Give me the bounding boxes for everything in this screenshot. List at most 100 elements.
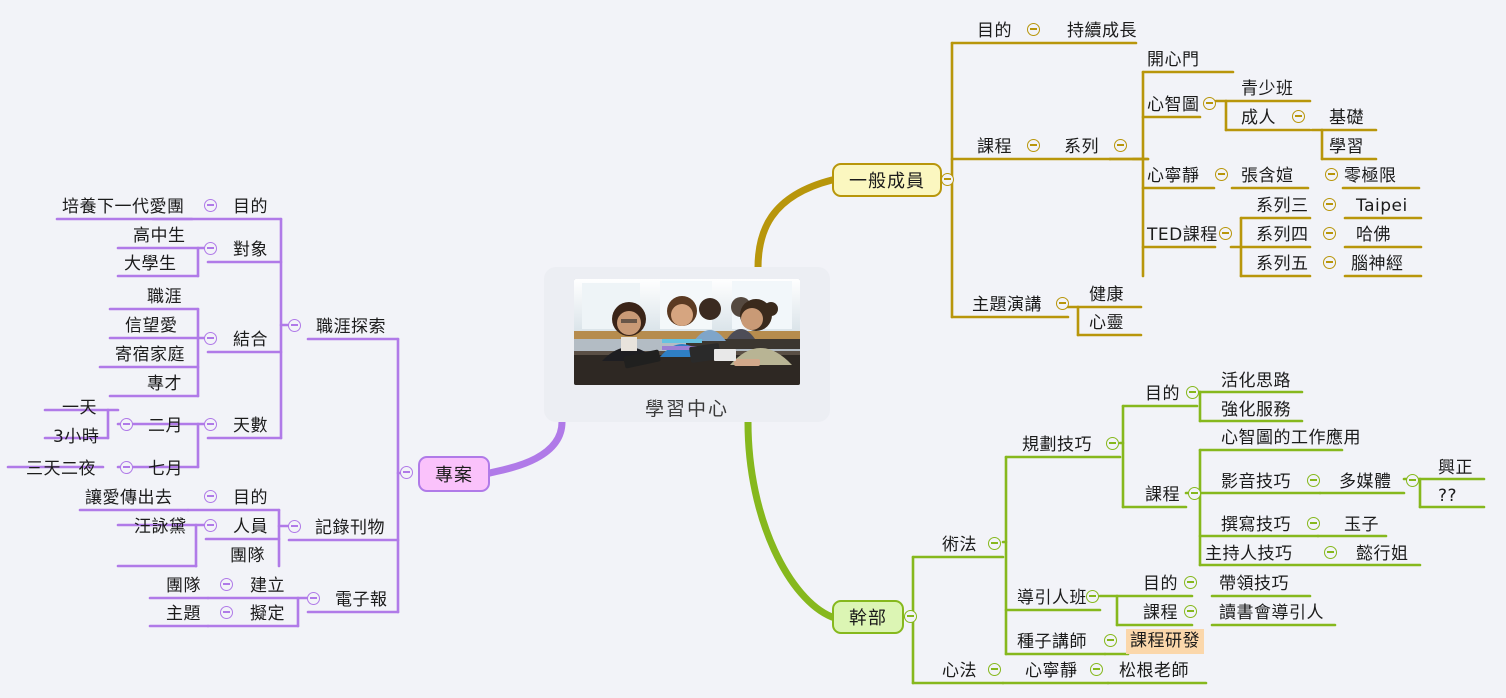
node-pj-homestay[interactable]: 寄宿家庭 bbox=[115, 345, 185, 365]
toggle-gm-course[interactable] bbox=[1027, 139, 1040, 152]
node-pj-enews[interactable]: 電子報 bbox=[335, 590, 388, 610]
toggle-project[interactable] bbox=[400, 466, 413, 479]
node-pj-team[interactable]: 團隊 bbox=[166, 576, 201, 596]
toggle-cd-plan-purpose[interactable] bbox=[1186, 386, 1199, 399]
toggle-cd-guide-purpose[interactable] bbox=[1184, 576, 1197, 589]
node-pj-college[interactable]: 大學生 bbox=[124, 254, 177, 274]
node-pj-purpose-child[interactable]: 培養下一代愛團 bbox=[62, 197, 185, 217]
node-gm-health[interactable]: 健康 bbox=[1089, 285, 1124, 305]
toggle-cd-shufa[interactable] bbox=[988, 537, 1001, 550]
toggle-pj-draft[interactable] bbox=[220, 606, 233, 619]
node-pj-purpose[interactable]: 目的 bbox=[233, 197, 268, 217]
node-pj-feb[interactable]: 二月 bbox=[148, 416, 183, 436]
node-cd-unknown[interactable]: ?? bbox=[1438, 486, 1458, 506]
node-pj-record[interactable]: 記錄刊物 bbox=[315, 518, 385, 538]
node-pj-team-child[interactable]: 團隊 bbox=[230, 546, 265, 566]
node-gm-series[interactable]: 系列 bbox=[1064, 137, 1099, 157]
node-gm-purpose-child[interactable]: 持續成長 bbox=[1067, 21, 1137, 41]
toggle-pj-rec-purpose[interactable] bbox=[204, 490, 217, 503]
toggle-pj-record[interactable] bbox=[288, 520, 301, 533]
toggle-gm-xinningjing[interactable] bbox=[1215, 168, 1228, 181]
node-cd-guide-course[interactable]: 課程 bbox=[1143, 603, 1178, 623]
node-gm-harvard[interactable]: 哈佛 bbox=[1356, 225, 1391, 245]
node-gm-mindmap[interactable]: 心智圖 bbox=[1147, 95, 1200, 115]
node-cd-planning[interactable]: 規劃技巧 bbox=[1022, 435, 1092, 455]
node-pj-jul[interactable]: 七月 bbox=[148, 459, 183, 479]
toggle-gm-series4[interactable] bbox=[1323, 227, 1336, 240]
toggle-gm-series[interactable] bbox=[1114, 139, 1127, 152]
node-gm-series3[interactable]: 系列三 bbox=[1256, 196, 1309, 216]
node-cd-guide[interactable]: 導引人班 bbox=[1017, 588, 1087, 608]
node-pj-career-word[interactable]: 職涯 bbox=[147, 287, 182, 307]
node-pj-3d2n[interactable]: 三天二夜 bbox=[26, 459, 96, 479]
node-pj-oneday[interactable]: 一天 bbox=[62, 398, 97, 418]
toggle-cd-guide[interactable] bbox=[1086, 590, 1099, 603]
node-gm-brain[interactable]: 腦神經 bbox=[1351, 254, 1404, 274]
node-cd-lead-skill[interactable]: 帶領技巧 bbox=[1219, 574, 1289, 594]
toggle-gm-series5[interactable] bbox=[1323, 256, 1336, 269]
node-gm-xinningjing[interactable]: 心寧靜 bbox=[1147, 166, 1200, 186]
toggle-cd-av[interactable] bbox=[1307, 474, 1320, 487]
node-cd-seed[interactable]: 種子講師 bbox=[1017, 632, 1087, 652]
toggle-gm-keynote[interactable] bbox=[1056, 297, 1069, 310]
node-gm-purpose[interactable]: 目的 bbox=[977, 21, 1012, 41]
node-pj-build[interactable]: 建立 bbox=[250, 576, 285, 596]
toggle-general-member[interactable] bbox=[941, 173, 954, 186]
toggle-gm-purpose[interactable] bbox=[1027, 23, 1040, 36]
node-pj-draft[interactable]: 擬定 bbox=[250, 604, 285, 624]
node-cd-xinfa[interactable]: 心法 bbox=[942, 661, 977, 681]
toggle-cd-xinfa[interactable] bbox=[988, 663, 1001, 676]
node-pj-talent[interactable]: 專才 bbox=[147, 374, 182, 394]
toggle-cd-seed[interactable] bbox=[1104, 634, 1117, 647]
node-cd-xingzheng[interactable]: 興正 bbox=[1438, 458, 1473, 478]
node-cd-strengthen[interactable]: 強化服務 bbox=[1221, 400, 1291, 420]
node-pj-rec-purpose-child[interactable]: 讓愛傳出去 bbox=[85, 488, 173, 508]
toggle-cd-writing[interactable] bbox=[1307, 517, 1320, 530]
node-cd-plan-purpose[interactable]: 目的 bbox=[1145, 384, 1180, 404]
node-cd-host[interactable]: 主持人技巧 bbox=[1205, 544, 1293, 564]
node-cd-yuzi[interactable]: 玉子 bbox=[1344, 515, 1379, 535]
node-pj-wangyongdai[interactable]: 汪詠黛 bbox=[134, 517, 187, 537]
node-pj-rec-purpose[interactable]: 目的 bbox=[233, 488, 268, 508]
node-gm-zhanghanxuan[interactable]: 張含媗 bbox=[1241, 166, 1294, 186]
node-pj-career[interactable]: 職涯探索 bbox=[316, 317, 386, 337]
node-gm-spirit[interactable]: 心靈 bbox=[1089, 313, 1124, 333]
node-cd-guide-purpose[interactable]: 目的 bbox=[1143, 574, 1178, 594]
toggle-pj-target[interactable] bbox=[204, 242, 217, 255]
node-cd-yixingjie[interactable]: 懿行姐 bbox=[1356, 544, 1409, 564]
node-pj-combine[interactable]: 結合 bbox=[233, 330, 268, 350]
toggle-pj-jul[interactable] bbox=[120, 461, 133, 474]
toggle-gm-adult[interactable] bbox=[1292, 110, 1305, 123]
node-pj-3hours[interactable]: 3小時 bbox=[53, 427, 100, 447]
node-cd-writing[interactable]: 撰寫技巧 bbox=[1221, 515, 1291, 535]
node-cd-songgen[interactable]: 松根老師 bbox=[1119, 661, 1189, 681]
node-gm-learn[interactable]: 學習 bbox=[1329, 137, 1364, 157]
toggle-gm-mindmap[interactable] bbox=[1203, 97, 1216, 110]
node-gm-youth[interactable]: 青少班 bbox=[1241, 79, 1294, 99]
toggle-gm-series3[interactable] bbox=[1323, 198, 1336, 211]
node-cd-multimedia[interactable]: 多媒體 bbox=[1339, 472, 1392, 492]
node-gm-ted[interactable]: TED課程 bbox=[1147, 225, 1218, 245]
toggle-cd-xinningjing[interactable] bbox=[1090, 663, 1103, 676]
toggle-pj-days[interactable] bbox=[204, 418, 217, 431]
toggle-gm-zhanghanxuan[interactable] bbox=[1325, 168, 1338, 181]
node-cd-mindmap-work[interactable]: 心智圖的工作應用 bbox=[1221, 428, 1361, 448]
toggle-cd-planning[interactable] bbox=[1106, 437, 1119, 450]
toggle-gm-ted[interactable] bbox=[1219, 227, 1232, 240]
toggle-cd-guide-course[interactable] bbox=[1184, 605, 1197, 618]
node-pj-faith[interactable]: 信望愛 bbox=[125, 316, 178, 336]
node-cd-curriculum-rd[interactable]: 課程研發 bbox=[1126, 629, 1204, 654]
node-pj-topic[interactable]: 主題 bbox=[166, 604, 201, 624]
branch-cadre[interactable]: 幹部 bbox=[832, 600, 904, 634]
node-cd-av[interactable]: 影音技巧 bbox=[1221, 472, 1291, 492]
node-gm-series5[interactable]: 系列五 bbox=[1256, 254, 1309, 274]
toggle-cadre[interactable] bbox=[904, 610, 917, 623]
node-cd-plan-course[interactable]: 課程 bbox=[1145, 485, 1180, 505]
node-cd-activate[interactable]: 活化思路 bbox=[1221, 371, 1291, 391]
node-gm-keynote[interactable]: 主題演講 bbox=[972, 295, 1042, 315]
node-pj-days[interactable]: 天數 bbox=[233, 416, 268, 436]
node-gm-course[interactable]: 課程 bbox=[977, 137, 1012, 157]
node-gm-series4[interactable]: 系列四 bbox=[1256, 225, 1309, 245]
toggle-pj-build[interactable] bbox=[220, 578, 233, 591]
node-cd-shufa[interactable]: 術法 bbox=[942, 535, 977, 555]
